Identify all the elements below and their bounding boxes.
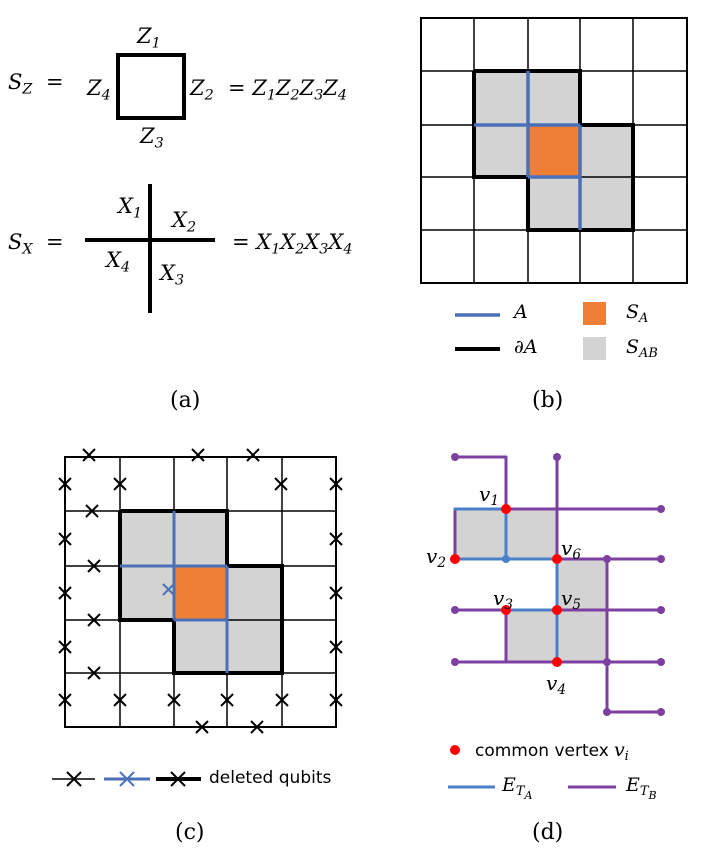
caption-d: (d): [532, 820, 564, 845]
vertex-label-v2: v2: [426, 544, 446, 572]
vertex-label-v6: v6: [561, 536, 581, 564]
deleted-qubit-marks: [58, 448, 343, 734]
purple-vertices: [451, 453, 665, 716]
lattice-border: [420, 17, 688, 284]
star-label-2: X2: [172, 208, 197, 236]
legend-sa-swatch: [583, 302, 606, 325]
selected-stabilizer-sa: [528, 125, 580, 177]
tree-TB-edges: [453, 455, 663, 714]
legend-A-label: A: [514, 301, 528, 323]
deleted-qubit-mark-blue: [162, 583, 175, 596]
star-label-3: X3: [160, 261, 185, 289]
sx-operator-label: SX: [8, 230, 33, 258]
region-A-edges: [120, 511, 229, 673]
legend-sab-swatch: [583, 337, 606, 360]
region-A-edges: [474, 71, 582, 230]
vertex-label-v5: v5: [561, 586, 581, 614]
sx-product: = X1X2X3X4: [232, 230, 353, 258]
plaquette-label-4: Z4: [87, 76, 111, 104]
plaquette-label-1: Z1: [137, 24, 161, 52]
caption-a: (a): [170, 388, 201, 413]
plaquette-label-3: Z3: [140, 124, 164, 152]
legend-dA-label: ∂A: [514, 336, 538, 358]
common-vertices: [450, 504, 562, 667]
legend-common-vertex-label: common vertex vi: [475, 739, 629, 764]
caption-b: (b): [532, 388, 564, 413]
sx-equals: =: [46, 230, 64, 254]
vertex-label-v1: v1: [479, 482, 499, 510]
selected-stabilizer-sa: [174, 566, 227, 620]
legend-sab-label: SAB: [626, 336, 658, 361]
legend-deleted-qubits: [52, 771, 201, 787]
shaded-region: [455, 509, 607, 662]
caption-c: (c): [175, 820, 205, 845]
star-label-4: X4: [106, 248, 131, 276]
legend-common-vertex-dot: [450, 745, 460, 755]
legend-eta-label: ETA: [502, 774, 533, 802]
boundary-dA: [472, 69, 635, 232]
plaquette-label-2: Z2: [190, 76, 214, 104]
star-label-1: X1: [118, 194, 143, 222]
boundary-dA: [118, 509, 284, 675]
vertex-label-v4: v4: [546, 671, 566, 699]
plaquette-square: [116, 53, 186, 120]
sz-equals: =: [46, 70, 64, 94]
vertex-label-v3: v3: [493, 586, 513, 614]
sz-product: = Z1Z2Z3Z4: [228, 76, 347, 104]
legend-etb-label: ETB: [626, 774, 657, 802]
legend-sa-label: SA: [626, 301, 649, 326]
sz-operator-label: SZ: [8, 70, 33, 98]
legend-deleted-qubits-label: deleted qubits: [209, 768, 332, 788]
